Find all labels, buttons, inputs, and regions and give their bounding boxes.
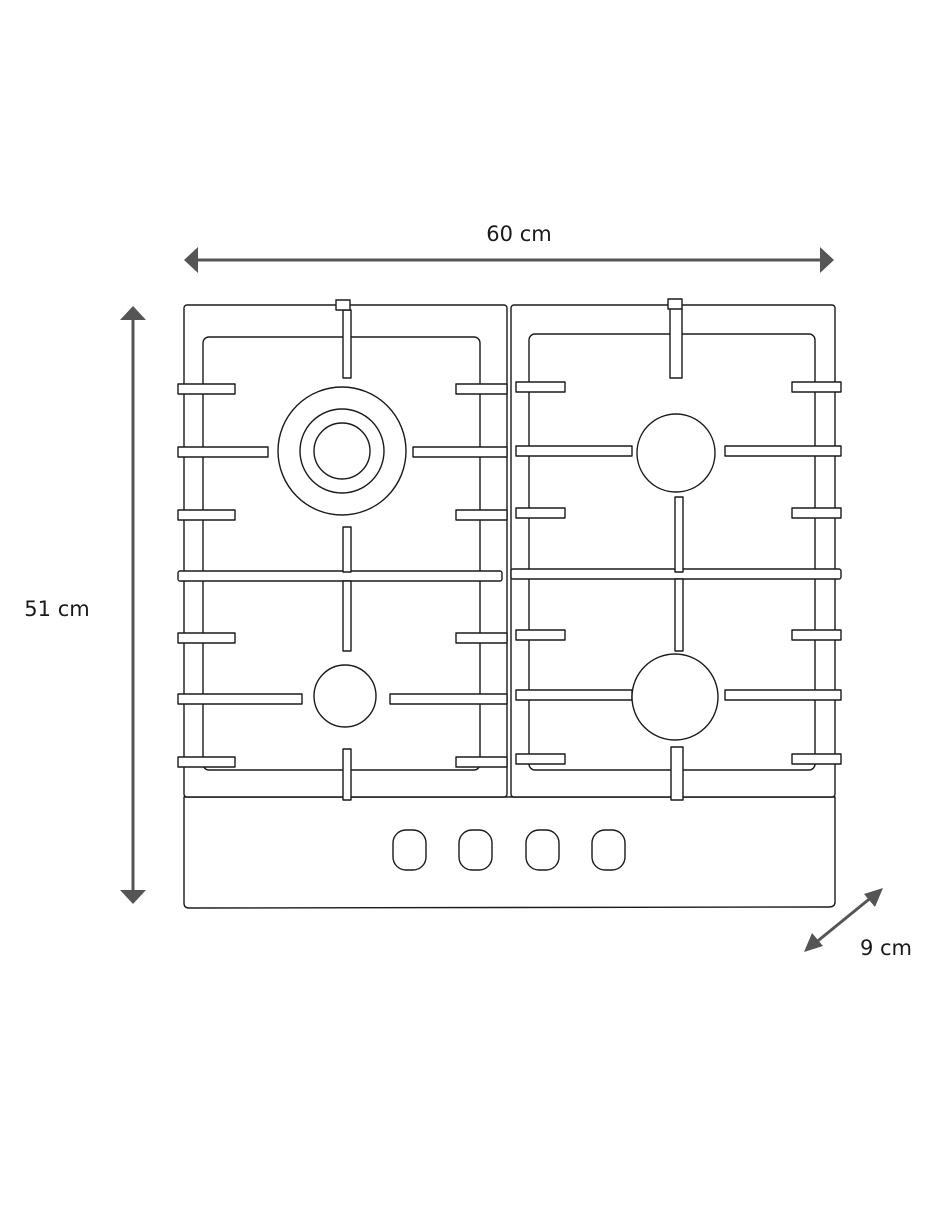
control-knob [392,829,427,871]
control-knob [458,829,493,871]
burner-front-left [313,664,377,728]
height-label: 51 cm [24,597,89,621]
control-panel [183,796,836,909]
height-dimension-arrow [120,306,146,904]
control-knob [525,829,560,871]
depth-dimension-arrow [804,888,883,952]
control-knob [591,829,626,871]
burner-front-right [631,653,719,741]
left-grate [177,299,508,801]
depth-label: 9 cm [860,936,912,960]
width-label: 60 cm [486,222,551,246]
width-dimension-arrow [184,247,834,273]
cooktop [177,298,842,909]
burner-rear-right [636,413,716,493]
burner-rear-left [277,386,407,516]
control-knobs [392,829,626,871]
right-grate [510,298,842,801]
